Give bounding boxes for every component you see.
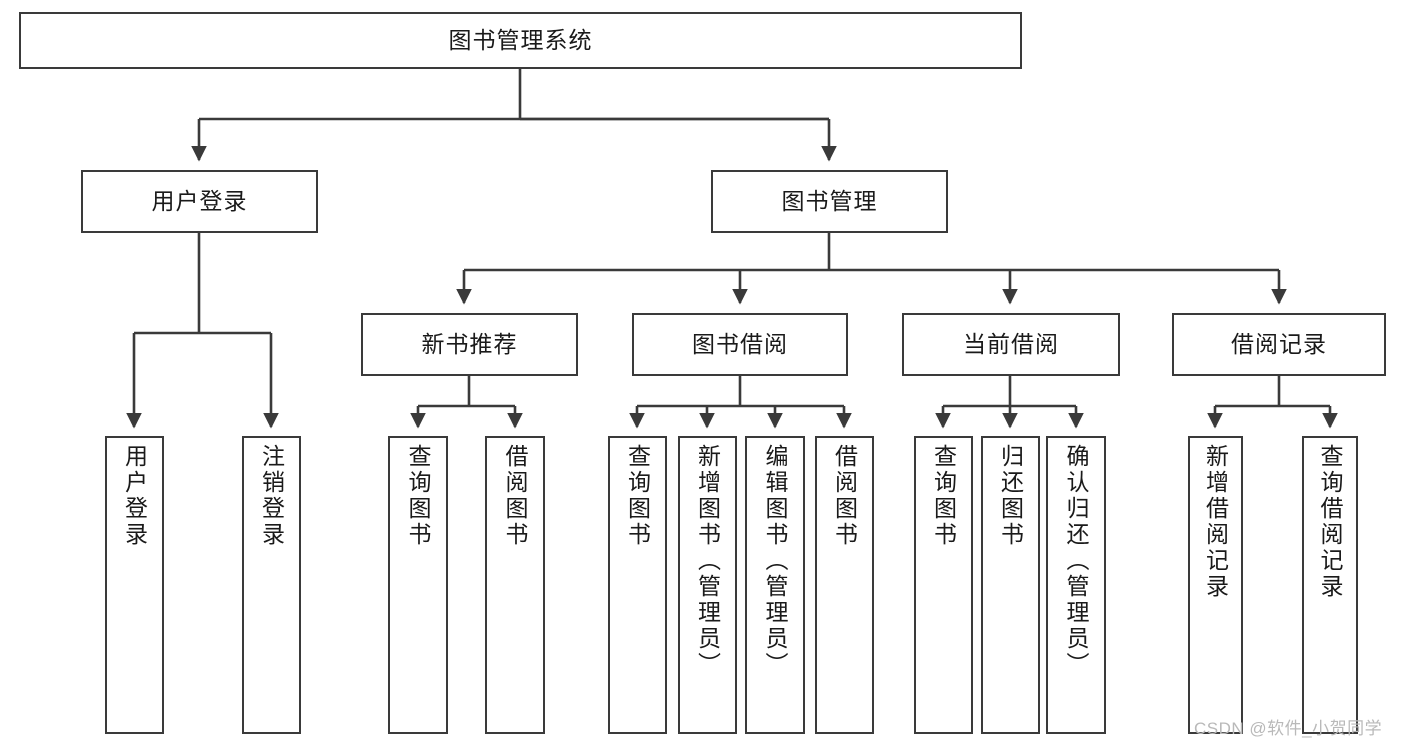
node-leaf-query-book-1[interactable]: 查询图书 — [388, 436, 448, 734]
node-book-borrow[interactable]: 图书借阅 — [632, 313, 848, 376]
node-leaf-query-book-3[interactable]: 查询图书 — [914, 436, 973, 734]
node-leaf-query-book-2[interactable]: 查询图书 — [608, 436, 667, 734]
node-leaf-confirm-return[interactable]: 确认归还（管理员） — [1046, 436, 1106, 734]
node-new-book-recommend[interactable]: 新书推荐 — [361, 313, 578, 376]
node-new-book-recommend-label: 新书推荐 — [421, 330, 518, 357]
node-leaf-add-record[interactable]: 新增借阅记录 — [1188, 436, 1243, 734]
node-leaf-logout-login[interactable]: 注销登录 — [242, 436, 301, 734]
node-root-label: 图书管理系统 — [448, 26, 593, 53]
node-leaf-borrow-book-1-label: 借阅图书 — [502, 444, 528, 548]
node-leaf-borrow-book-2-label: 借阅图书 — [831, 444, 858, 548]
node-leaf-add-book[interactable]: 新增图书（管理员） — [678, 436, 737, 734]
node-user-login[interactable]: 用户登录 — [81, 170, 318, 233]
node-borrow-record-label: 借阅记录 — [1231, 330, 1327, 357]
node-leaf-query-book-1-label: 查询图书 — [405, 444, 431, 548]
node-user-login-label: 用户登录 — [151, 187, 248, 214]
node-leaf-user-login-label: 用户登录 — [121, 444, 148, 548]
node-leaf-query-book-2-label: 查询图书 — [624, 444, 651, 548]
node-leaf-add-book-label: 新增图书（管理员） — [694, 444, 721, 678]
node-leaf-return-book-label: 归还图书 — [997, 444, 1024, 548]
node-leaf-query-book-3-label: 查询图书 — [930, 444, 957, 548]
node-leaf-edit-book-label: 编辑图书（管理员） — [762, 444, 788, 678]
node-book-manage[interactable]: 图书管理 — [711, 170, 948, 233]
node-leaf-add-record-label: 新增借阅记录 — [1202, 444, 1229, 600]
csdn-watermark: CSDN @软件_小贺同学 — [1194, 719, 1383, 738]
node-leaf-query-record-label: 查询借阅记录 — [1317, 444, 1343, 600]
node-current-borrow-label: 当前借阅 — [963, 330, 1059, 357]
node-leaf-logout-login-label: 注销登录 — [258, 444, 285, 548]
node-root[interactable]: 图书管理系统 — [19, 12, 1022, 69]
node-leaf-query-record[interactable]: 查询借阅记录 — [1302, 436, 1358, 734]
node-book-manage-label: 图书管理 — [781, 187, 878, 214]
node-leaf-user-login[interactable]: 用户登录 — [105, 436, 164, 734]
node-borrow-record[interactable]: 借阅记录 — [1172, 313, 1386, 376]
node-leaf-confirm-return-label: 确认归还（管理员） — [1063, 444, 1089, 678]
node-leaf-borrow-book-1[interactable]: 借阅图书 — [485, 436, 545, 734]
node-current-borrow[interactable]: 当前借阅 — [902, 313, 1120, 376]
node-leaf-borrow-book-2[interactable]: 借阅图书 — [815, 436, 874, 734]
node-leaf-edit-book[interactable]: 编辑图书（管理员） — [745, 436, 805, 734]
node-book-borrow-label: 图书借阅 — [692, 330, 788, 357]
node-leaf-return-book[interactable]: 归还图书 — [981, 436, 1040, 734]
